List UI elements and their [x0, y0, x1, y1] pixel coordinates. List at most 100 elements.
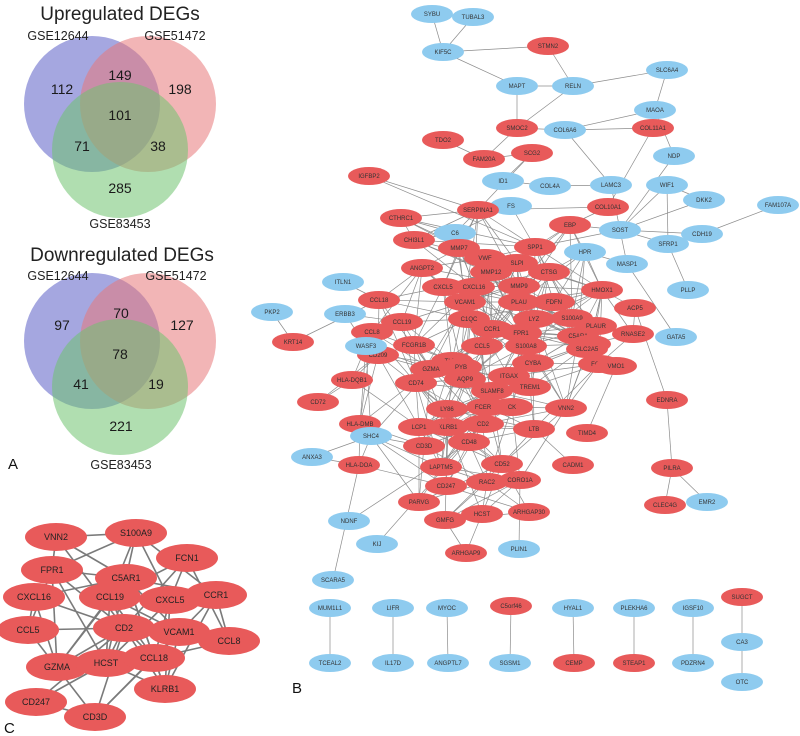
network-node-shape [309, 599, 351, 617]
hub-node-cxcl5: CXCL5 [139, 586, 201, 614]
network-node-shape [466, 473, 508, 491]
network-node-cd2: CD2 [462, 415, 504, 433]
network-node-label: STMN2 [538, 44, 559, 50]
network-node-label: KIF5C [434, 50, 452, 56]
network-node-shape [381, 313, 423, 331]
network-node-laptm5: LAPTM5 [420, 458, 462, 476]
network-node-shape [331, 371, 373, 389]
network-node-cd72: CD72 [297, 393, 339, 411]
hub-node-shape [0, 616, 59, 644]
network-node-label: ITGAX [500, 374, 518, 380]
network-node-label: LYZ [529, 317, 540, 323]
network-node-label: STEAP1 [622, 661, 646, 667]
network-node-label: LTB [529, 427, 540, 433]
network-node-shape [653, 147, 695, 165]
network-node-label: FDFN [546, 300, 562, 306]
network-edge [430, 368, 484, 425]
network-node-shape [440, 358, 482, 376]
network-node-shape [481, 455, 523, 473]
network-node-label: SYBU [424, 12, 440, 18]
venn-down-count-only3: 221 [109, 418, 133, 434]
network-node-col11a1: COL11A1 [632, 119, 674, 137]
network-node-ccl5: CCL5 [461, 337, 503, 355]
network-node-shape [297, 393, 339, 411]
network-node-label: TCEAL2 [319, 661, 342, 667]
network-node-mmp12: MMP12 [470, 263, 512, 281]
network-node-shape [587, 198, 629, 216]
network-node-shc4: SHC4 [350, 427, 392, 445]
network-node-shape [425, 477, 467, 495]
network-node-lifr: LIFR [372, 599, 414, 617]
network-node-label: EDNRA [656, 398, 677, 404]
network-node-rac2: RAC2 [466, 473, 508, 491]
hub-node-shape [64, 703, 126, 731]
hub-node-shape [25, 523, 87, 551]
network-node-label: CCL8 [364, 330, 380, 336]
network-edge [634, 307, 668, 401]
network-node-label: HMOX1 [591, 288, 613, 294]
network-node-lyz: LYZ [513, 310, 555, 328]
network-node-itln1: ITLN1 [322, 273, 364, 291]
network-node-il17d: IL17D [372, 654, 414, 672]
network-node-tceal2: TCEAL2 [309, 654, 351, 672]
network-node-shape [328, 512, 370, 530]
venn-up-count-only3: 285 [108, 180, 132, 196]
network-node-shape [324, 305, 366, 323]
network-node-label: PDZRN4 [681, 661, 706, 667]
network-node-maoa: MAOA [634, 101, 676, 119]
network-edge [359, 354, 379, 425]
hub-node-shape [79, 583, 141, 611]
network-node-angpt2: ANGPT2 [401, 259, 443, 277]
network-node-shape [348, 167, 390, 185]
network-node-shape [564, 243, 606, 261]
network-edge [519, 407, 567, 481]
network-edge [482, 423, 488, 483]
network-node-s100a8: S100A8 [505, 337, 547, 355]
network-node-label: FCER1G [475, 405, 500, 411]
network-node-label: HCST [474, 512, 491, 518]
network-node-sost: SOST [599, 221, 641, 239]
network-node-fam107a: FAM107A [757, 196, 799, 214]
network-node-shape [471, 382, 513, 400]
network-node-reln: RELN [552, 77, 594, 95]
hub-node-shape [93, 614, 155, 642]
network-node-gata5: GATA5 [655, 328, 697, 346]
venn-up-count-only1: 112 [51, 81, 74, 97]
network-node-label: CD72 [310, 400, 326, 406]
network-node-fcgr1b: FCGR1B [393, 336, 435, 354]
network-node-label: CD209 [369, 353, 388, 359]
network-node-spp1: SPP1 [514, 238, 556, 256]
hub-node-label: CCL5 [16, 625, 39, 635]
network-node-plau: PLAU [498, 293, 540, 311]
network-node-shape [552, 599, 594, 617]
network-node-label: IGSF10 [683, 606, 704, 612]
network-node-shape [422, 43, 464, 61]
network-node-vmo1: VMO1 [595, 357, 637, 375]
network-node-label: CADM1 [562, 463, 584, 469]
hub-node-shape [139, 586, 201, 614]
network-node-mapt: MAPT [496, 77, 538, 95]
network-node-ltb: LTB [513, 420, 555, 438]
network-node-shape [498, 540, 540, 558]
network-node-pilra: PILRA [651, 459, 693, 477]
network-node-shape [457, 201, 499, 219]
network-node-shape [463, 150, 505, 168]
network-node-wif1: WIF1 [646, 176, 688, 194]
network-node-label: FS [507, 204, 515, 210]
network-node-ccl18: CCL18 [358, 291, 400, 309]
venn-upregulated: Upregulated DEGs GSE12644 GSE51472 GSE83… [24, 4, 216, 231]
network-edge [377, 354, 420, 428]
network-node-timd4: TIMD4 [566, 424, 608, 442]
network-edge [571, 251, 586, 319]
hub-node-cd2: CD2 [93, 614, 155, 642]
network-node-shape [667, 281, 709, 299]
network-node-shape [647, 235, 689, 253]
network-node-otc: OTC [721, 673, 763, 691]
network-node-shape [251, 303, 293, 321]
network-node-shape [721, 633, 763, 651]
network-edge [418, 445, 425, 503]
network-node-shape [552, 456, 594, 474]
network-node-lcp1: LCP1 [398, 418, 440, 436]
network-node-label: HLA-DQB1 [337, 378, 368, 384]
